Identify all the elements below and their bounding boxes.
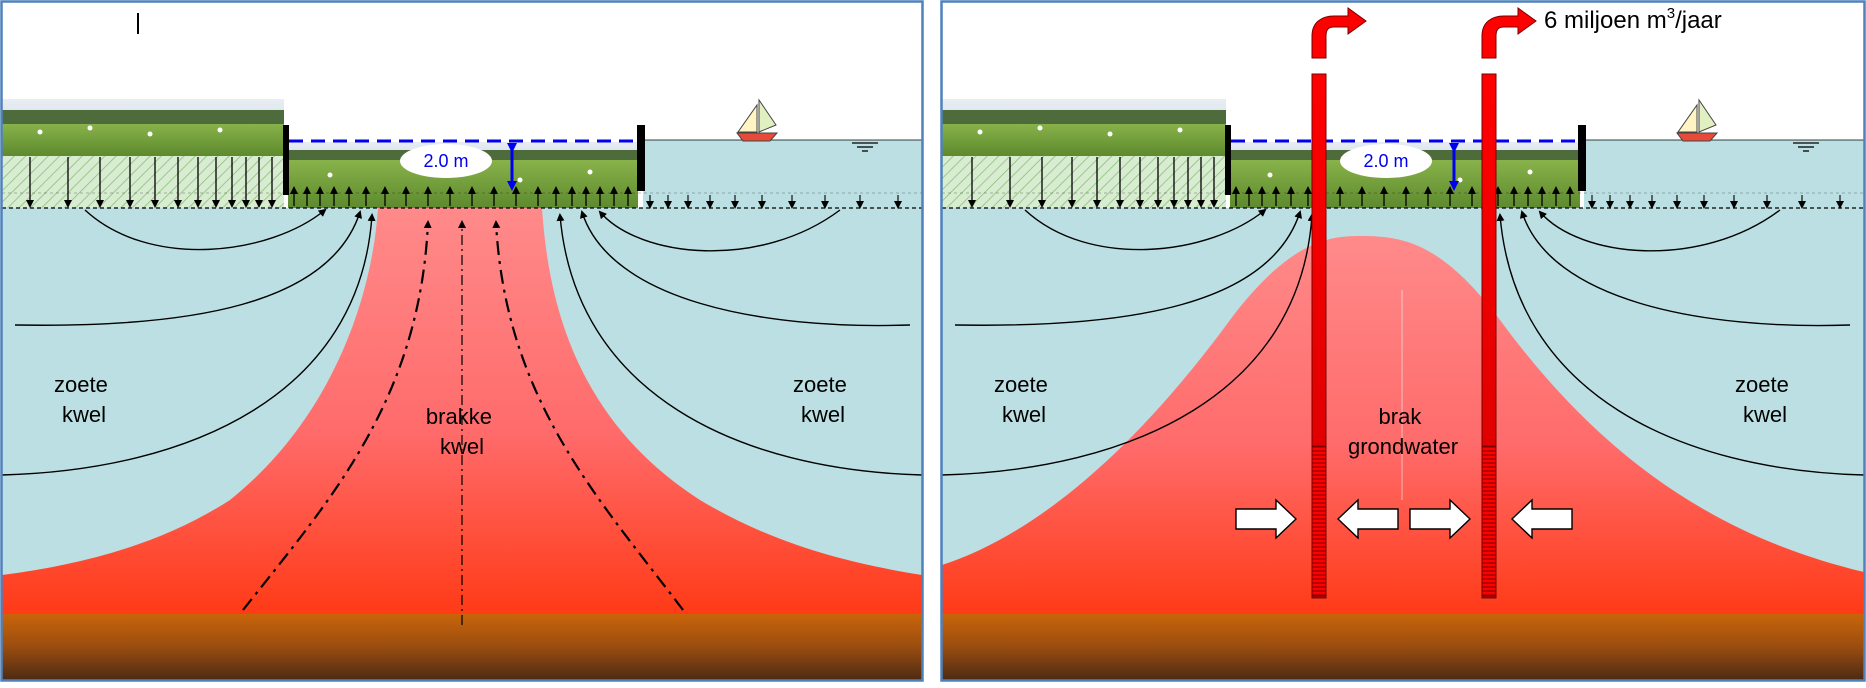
- left-panel-frame: [0, 0, 924, 682]
- dike-post-left: [1225, 125, 1231, 195]
- inflow-arrow-2: [1336, 498, 1399, 540]
- flow-lines-right: [556, 209, 922, 476]
- lake-infiltration-arrows: [646, 195, 902, 209]
- pumping-rate-label: 6 miljoen m3/jaar: [1544, 5, 1722, 34]
- sailboat-icon: [1676, 98, 1719, 142]
- zone-label-right: zoete kwel: [1735, 372, 1795, 427]
- zone-label-left: zoete kwel: [54, 372, 114, 427]
- dike-post-left: [283, 125, 289, 195]
- zone-label-right: zoete kwel: [793, 372, 853, 427]
- infiltration-arrows: [26, 157, 276, 208]
- inflow-arrow-4: [1510, 498, 1573, 540]
- zone-label-center: brakke kwel: [426, 404, 498, 459]
- zone-label-left: zoete kwel: [994, 372, 1054, 427]
- zone-label-center: brak grondwater: [1348, 404, 1458, 459]
- landscape-photo-left: [2, 99, 284, 156]
- dike-post-right: [637, 125, 645, 191]
- sailboat-icon: [736, 98, 779, 142]
- brackish-plume: [2, 208, 922, 616]
- seepage-arrows: [1232, 186, 1574, 206]
- landscape-photo-left: [942, 99, 1226, 156]
- level-label-bubble: [1340, 144, 1432, 178]
- brackish-dome: [942, 236, 1864, 616]
- flow-lines-left: [942, 208, 1316, 476]
- seepage-arrows: [290, 186, 632, 206]
- lake-infiltration-arrows: [1588, 195, 1844, 209]
- pumping-well-right: [1481, 73, 1497, 599]
- pumping-well-left: [1311, 73, 1327, 599]
- lake-water: [643, 140, 922, 208]
- water-surface-symbol: [852, 142, 878, 152]
- level-label: 2.0 m: [423, 151, 468, 171]
- dike-hatch: [942, 155, 1226, 208]
- water-surface-symbol: [1793, 142, 1819, 152]
- bedrock-layer: [942, 614, 1864, 680]
- dike-hatch: [2, 155, 284, 208]
- left-panel: 2.0 m: [2, 2, 922, 680]
- inflow-arrow-3: [1409, 498, 1472, 540]
- lake-water: [1584, 140, 1864, 208]
- right-panel: 2.0 m: [942, 2, 1864, 680]
- level-label-bubble: [400, 144, 492, 178]
- well-outflow-arrow-right: [1481, 7, 1537, 59]
- brackish-flow-lines: [242, 220, 684, 611]
- flow-lines-left: [2, 208, 376, 476]
- inflow-arrow-1: [1235, 498, 1298, 540]
- inflow-arrows: [1235, 498, 1573, 540]
- flow-lines-right: [1496, 209, 1864, 476]
- right-panel-frame: [940, 0, 1866, 682]
- well-outflow-arrow-left: [1311, 7, 1367, 59]
- level-label: 2.0 m: [1363, 151, 1408, 171]
- infiltration-arrows: [968, 157, 1218, 208]
- dike-post-right: [1578, 125, 1586, 191]
